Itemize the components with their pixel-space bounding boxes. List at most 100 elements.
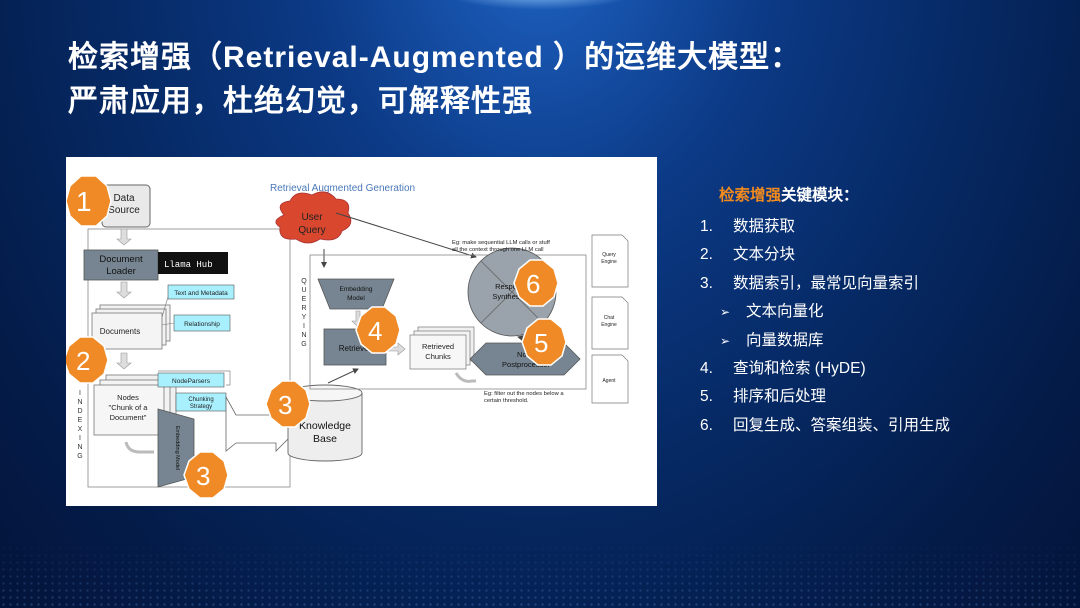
module-text: 查询和检索 (HyDE) [733,359,866,377]
module-number: 3. [700,274,713,292]
module-text: 回复生成、答案组装、引用生成 [733,416,951,434]
relationship-tag: Relationship [173,314,231,332]
text-metadata-label: Text and Metadata [174,290,228,297]
slide-title-line-2: 严肃应用，杜绝幻觉，可解释性强 [68,85,533,118]
document-loader-label-1: Document [99,254,143,265]
module-text: 数据索引，最常见向量索引 [733,274,920,292]
module-number: 6. [700,416,713,434]
step-badge-label: 5 [534,328,548,358]
flow-arrow [454,372,476,383]
module-text: 数据获取 [733,218,796,235]
documents-label: Documents [100,327,140,336]
nodes-label-1: Nodes [117,393,139,402]
step-badge-label: 6 [526,269,540,299]
step-badge-label: 3 [278,390,292,420]
chunking-label-2: Strategy [190,404,212,410]
retrieved-chunks-node: Retrieved Chunks [409,326,475,370]
retriever-label: Retriever [339,344,372,353]
note-bottom-1: Eg: filter out the nodes below a [484,391,564,397]
nodes-label-3: Document" [110,413,147,422]
note-top-2: all the context through one LLM call [452,247,544,253]
user-query-label-2: Query [298,225,325,236]
retrieved-label-1: Retrieved [422,342,454,351]
chunking-label-1: Chunking [188,397,213,403]
key-modules-heading: 检索增强关键模块： [719,183,1060,205]
module-subitem: ➢ 文本向量化 [700,298,1060,326]
query-engine-card: Query Engine [591,234,629,288]
user-query-node: User Query [275,191,352,244]
knowledge-base-label-1: Knowledge [299,420,351,432]
step-badge: 4 [355,306,401,354]
module-subitem-text: 向量数据库 [746,331,824,349]
flow-arrow [124,441,154,454]
chat-engine-label-2: Engine [601,322,617,328]
connector-line [158,370,231,386]
data-source-label-2: Source [108,205,140,216]
chat-engine-card: Chat Engine [591,296,629,350]
module-subitem-text: 文本向量化 [746,303,824,321]
embedding-vertical-label: Embedding Model [174,426,180,470]
heading-rest: 关键模块： [781,187,859,204]
user-query-label-1: User [301,212,323,223]
slide-title-line-1: 检索增强（Retrieval-Augmented ）的运维大模型： [68,41,802,74]
agent-label: Agent [602,378,616,384]
module-item: 5.排序和后处理 [700,383,1060,411]
bullet-arrow-icon: ➢ [720,333,731,348]
data-source-label-1: Data [113,193,135,204]
module-item: 3. 数据索引，最常见向量索引 [700,270,1060,298]
background-dot-pattern [0,538,1080,608]
connector-line [161,322,175,326]
embedding-label-2: Model [347,295,365,302]
flow-arrow [116,228,132,246]
module-item: 4. 查询和检索 (HyDE) [700,355,1060,383]
retrieved-label-2: Chunks [425,352,451,361]
module-text: 文本分块 [733,246,796,264]
key-modules-panel: 检索增强关键模块： 1. 数据获取 2. 文本分块 3. 数据索引，最常见向量索引 ➢… [700,183,1060,440]
step-badge-label: 3 [196,461,210,491]
step-badge: 2 [66,336,109,384]
top-light-glow [440,0,640,10]
embedding-model-query: Embedding Model [317,278,395,310]
step-badge-label: 4 [368,316,382,346]
module-number: 4. [700,359,713,377]
flow-arrow [387,342,406,356]
module-subitem: ➢ 向量数据库 [700,327,1060,355]
agent-card: Agent [591,354,629,404]
step-badge: 3 [183,451,229,499]
knowledge-base-label-2: Base [313,433,337,445]
query-engine-label-1: Query [602,252,616,258]
step-badge: 1 [66,175,112,227]
query-engine-label-2: Engine [601,259,617,265]
index-to-kb-arrow [225,395,299,452]
step-badge: 3 [265,380,311,428]
heading-highlight: 检索增强 [719,187,782,204]
node-parsers-tag: NodeParsers [157,372,225,388]
postproc-label-2: Postprocessor [502,360,550,369]
node-parsers-label: NodeParsers [172,378,211,385]
module-number: 5. [700,388,713,406]
llama-hub-label: Llama Hub [164,260,213,270]
diagram-heading: Retrieval Augmented Generation [270,183,415,194]
step-badge: 6 [513,259,559,307]
connector-line [161,296,169,318]
module-number: 1. [700,218,713,235]
chat-engine-label-1: Chat [604,315,615,321]
note-bottom-2: certain threshold. [484,398,529,404]
document-loader-label-2: Loader [106,266,136,277]
synth-label-2: Synthesizer [492,292,532,301]
module-number: 2. [700,246,713,264]
step-badge-label: 2 [76,346,90,376]
chunking-strategy-tag: Chunking Strategy [175,392,227,412]
module-item: 2. 文本分块 [700,241,1060,269]
flow-arrow [116,281,132,299]
nodes-label-2: "Chunk of a [109,403,149,412]
kb-to-retriever-arrow [327,368,359,384]
embedding-label-1: Embedding [340,286,373,293]
bullet-arrow-icon: ➢ [720,305,731,320]
relationship-label: Relationship [184,321,220,328]
note-top-1: Eg: make sequential LLM calls or stuff [452,240,550,246]
document-loader-node: Document Loader [83,249,159,281]
